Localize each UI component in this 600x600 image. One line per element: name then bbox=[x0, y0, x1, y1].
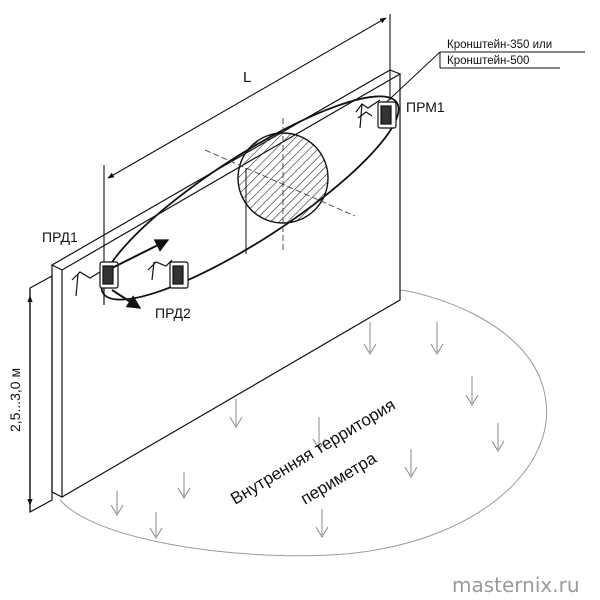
receiver-label: ПРМ1 bbox=[406, 99, 445, 115]
height-label: 2,5...3,0 м bbox=[7, 368, 23, 432]
bracket-label-1: Кронштейн-350 или bbox=[447, 39, 552, 51]
ground-arrow bbox=[312, 417, 326, 450]
ground-arrow bbox=[363, 322, 377, 355]
ground-arrow bbox=[404, 449, 418, 478]
bracket-label-2: Кронштейн-500 bbox=[447, 55, 529, 67]
ground-arrow bbox=[491, 423, 505, 452]
ground-arrow bbox=[149, 512, 163, 539]
ground-arrows bbox=[110, 322, 505, 539]
ground-arrow bbox=[465, 376, 479, 406]
length-label: L bbox=[243, 69, 251, 86]
fence-post bbox=[29, 274, 53, 514]
bracket-callout bbox=[377, 51, 585, 111]
ground-arrow bbox=[229, 399, 243, 428]
receiver-prm1 bbox=[355, 99, 397, 129]
transmitter-prd1 bbox=[71, 261, 119, 305]
transmitter2-label: ПРД2 bbox=[155, 305, 191, 321]
ground-arrow bbox=[110, 491, 124, 516]
watermark: masternix.ru bbox=[452, 573, 580, 597]
territory-zone bbox=[59, 289, 548, 557]
ground-arrow bbox=[430, 322, 444, 355]
ground-arrow bbox=[315, 509, 329, 538]
beam-arrows bbox=[111, 239, 170, 309]
transmitter-prd2 bbox=[147, 259, 189, 289]
transmitter1-label: ПРД1 bbox=[42, 229, 78, 245]
ground-arrow bbox=[177, 472, 191, 499]
